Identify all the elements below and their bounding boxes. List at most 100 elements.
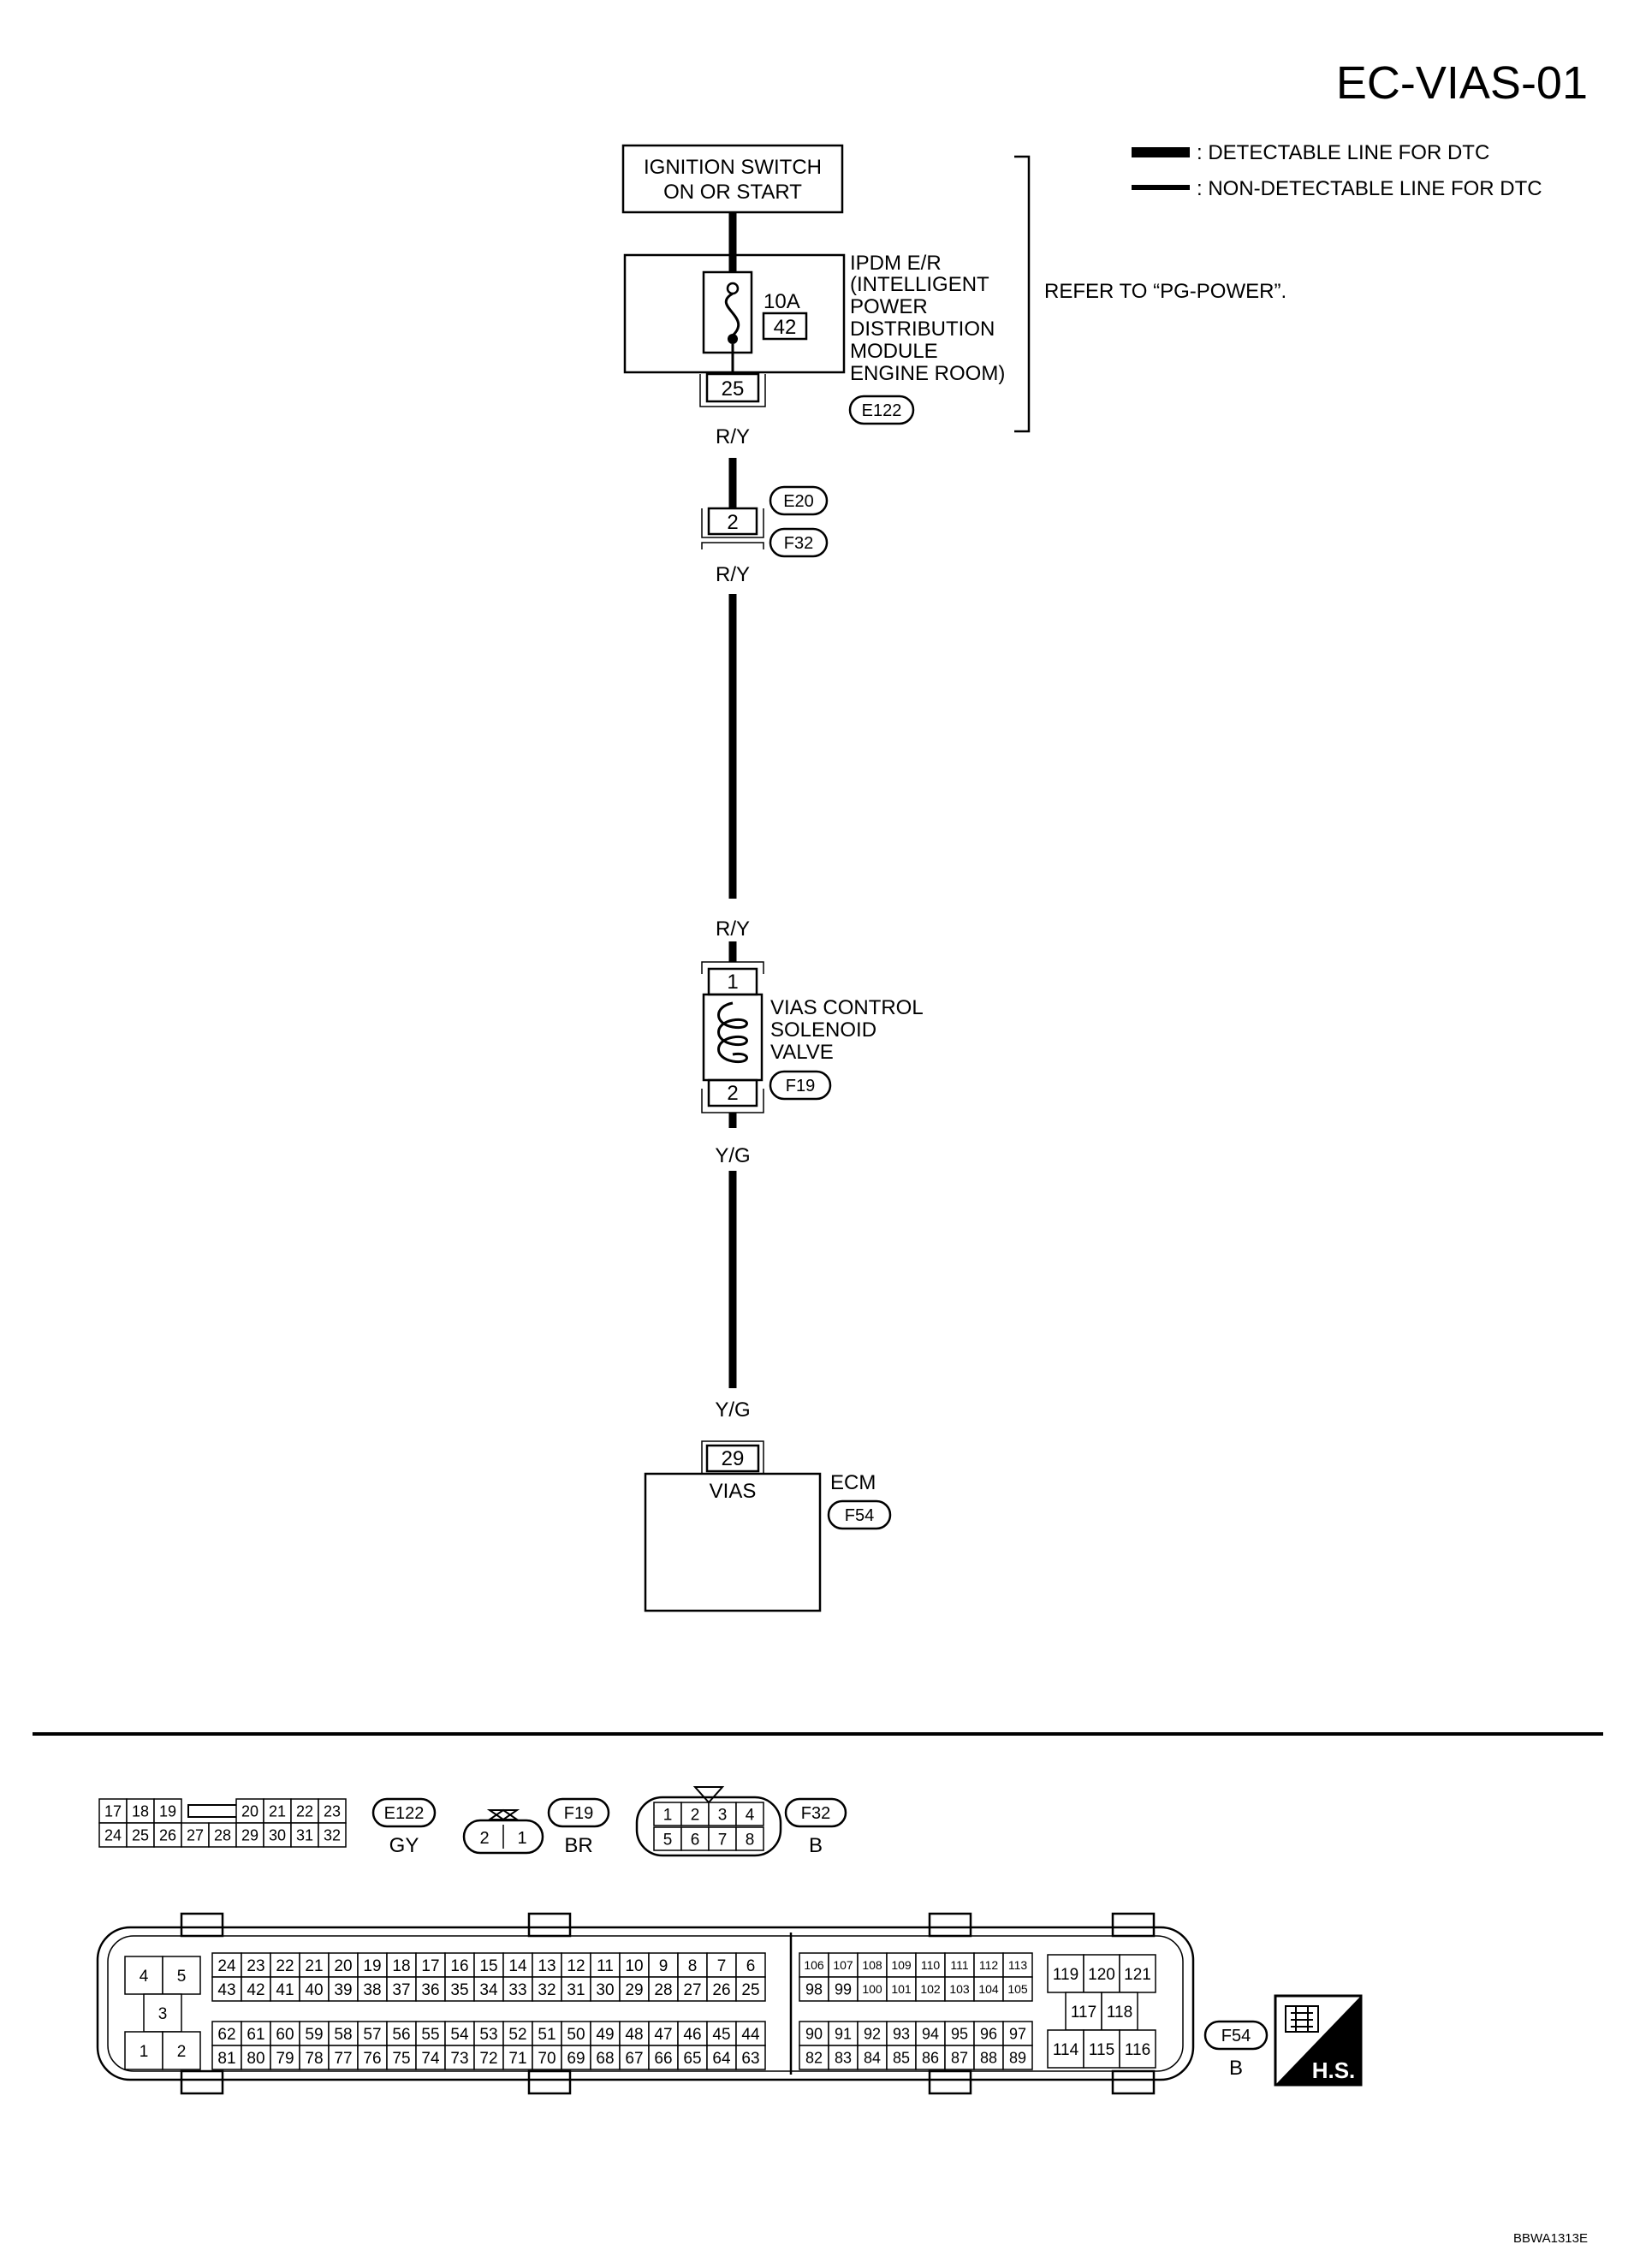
f54-pin-28-cell [648,1976,679,2002]
e122-pin-21: 21 [269,1802,286,1820]
f54-pin-46-cell [677,2021,708,2046]
f54-pin-80: 80 [247,2050,264,2068]
f54-pin-24: 24 [217,1957,236,1975]
f54-pin-67: 67 [625,2050,643,2068]
f54-pin-47-cell [648,2021,679,2046]
f54-pin-74: 74 [421,2050,440,2068]
f54-pin-60: 60 [276,2026,294,2044]
non-detectable-line-swatch [1132,185,1190,190]
f54-pin-6: 6 [746,1957,756,1975]
ecm-connector-id: F54 [845,1506,874,1525]
f32-pin-1-cell [653,1802,682,1826]
f54-pin-32: 32 [538,1981,556,1999]
f32-pin-6: 6 [691,1831,700,1849]
e122-pin-30: 30 [269,1826,286,1843]
connector-f54-tab-8 [1111,2069,1156,2095]
f54-pin-56-cell [386,2021,417,2046]
connector-f32-color: B [809,1834,823,1857]
f54-pin-68: 68 [596,2050,614,2068]
joint-connector: 2 E20 F32 [701,485,829,558]
f54-pin-110: 110 [921,1958,941,1972]
f54-pin-36: 36 [421,1981,439,1999]
f54-pin-103-cell [944,1976,975,2002]
ipdm-label-line-2: (INTELLIGENT [850,273,989,296]
f54-pin-84-cell [857,2045,888,2070]
wire-color-1: R/Y [716,425,750,448]
f54-pin-63: 63 [741,2050,759,2068]
f54-pin-59: 59 [305,2026,323,2044]
f54-pin-9: 9 [659,1957,668,1975]
f54-pin-75: 75 [392,2050,410,2068]
f54-pin-107-cell [828,1952,859,1978]
f54-pin-96-cell [973,2021,1004,2046]
connector-f54-outer [96,1926,1195,2081]
f54-pin-71-cell [502,2045,533,2070]
connector-f19-color: BR [564,1834,592,1857]
f54-pin-57: 57 [363,2026,381,2044]
f54-pin-61: 61 [247,2026,264,2044]
f32-pin-5-cell [653,1826,682,1851]
f54-pin-91: 91 [835,2025,852,2042]
ignition-switch-line1: IGNITION SWITCH [644,156,822,179]
f54-pin-83-cell [828,2045,859,2070]
ipdm-terminal-number: 25 [722,377,745,401]
e122-pin-24: 24 [104,1826,122,1843]
f54-pin-117: 117 [1071,2004,1096,2022]
f54-pin-64: 64 [712,2050,731,2068]
f54-pin-112: 112 [979,1958,999,1972]
f54-pin-48: 48 [625,2026,643,2044]
f54-pin-49: 49 [596,2026,614,2044]
f54-pin-27-cell [677,1976,708,2002]
f54-pin-92: 92 [864,2025,881,2042]
f54-pin-58: 58 [334,2026,352,2044]
connector-f54-id: F54 [1221,2027,1251,2045]
f54-pin-35: 35 [450,1981,468,1999]
ecm-connector-bracket [701,1440,764,1474]
solenoid-terminal-box-bottom [707,1078,758,1107]
f32-pin-1: 1 [663,1806,673,1824]
f54-pin-78-cell [299,2045,330,2070]
f54-pin-22: 22 [276,1957,294,1975]
fuse-element-icon [724,292,740,337]
f54-pin-98: 98 [805,1980,823,1998]
f32-pin-6-cell [680,1826,710,1851]
f54-pin-33-cell [502,1976,533,2002]
f54-pin-116-cell [1119,2029,1156,2069]
f54-pin-52: 52 [508,2026,526,2044]
ipdm-module: 10A 42 25 IPDM E/R (INTELLIGENT POWER DI… [623,252,1005,425]
solenoid-coil-icon [717,1001,748,1064]
f54-pin-5: 5 [177,1968,187,1986]
joint-terminal-box [707,507,758,536]
connector-f54-tab-2 [527,1912,572,1938]
wire-color-5: Y/G [715,1398,750,1422]
f54-pin-18: 18 [392,1957,410,1975]
f32-pin-4-cell [735,1802,764,1826]
f54-pin-41-cell [270,1976,300,2002]
f54-pin-16-cell [444,1952,475,1978]
f54-pin-111: 111 [950,1958,968,1972]
f54-pin-103: 103 [949,1982,970,1996]
f54-pin-6-cell [735,1952,766,1978]
f54-pin-39: 39 [334,1981,352,1999]
f54-pin-106: 106 [804,1958,824,1972]
e122-pin-32-cell [318,1822,347,1848]
f54-pin-106-cell [799,1952,829,1978]
f54-pin-35-cell [444,1976,475,2002]
f54-pin-79: 79 [276,2050,294,2068]
f54-pin-96: 96 [980,2025,997,2042]
connector-f32-id: F32 [801,1804,830,1823]
f54-pin-86-cell [915,2045,946,2070]
f54-pin-33: 33 [508,1981,526,1999]
f54-pin-102: 102 [920,1982,941,1996]
hs-badge-black-triangle [1275,1996,1361,2085]
f54-pin-47: 47 [654,2026,672,2044]
ecm-terminal-box [705,1444,760,1473]
connector-f19-outline [462,1819,544,1855]
f54-pin-31: 31 [567,1981,585,1999]
f54-pin-55-cell [415,2021,446,2046]
e122-pin-17: 17 [104,1802,122,1820]
connector-f54-inner [107,1935,1184,2072]
f54-pin-98-cell [799,1976,829,2002]
ipdm-connector-bracket [699,374,766,407]
